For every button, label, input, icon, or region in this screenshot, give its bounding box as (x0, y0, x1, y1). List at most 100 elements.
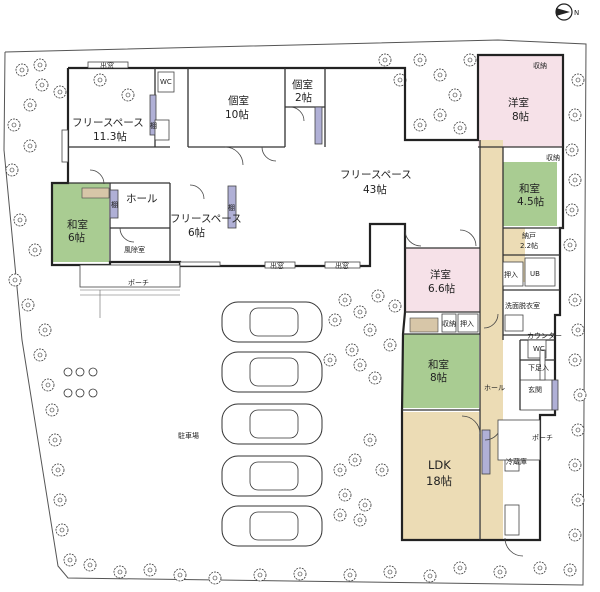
washing-machine (504, 314, 524, 332)
compass-label: N (574, 9, 579, 17)
compass: N (555, 3, 579, 21)
tree-icon (51, 463, 65, 477)
label-free-space-c-size: 6帖 (188, 226, 206, 239)
room-youshitsu-6-6-fill (405, 248, 480, 312)
tree-icon (342, 297, 348, 303)
tree-icon (348, 453, 362, 467)
tree-icon (452, 92, 458, 98)
label-kojitsu-b-size: 2帖 (295, 91, 313, 104)
tree-icon (21, 298, 35, 312)
tree-icon (572, 357, 578, 363)
tree-icon (497, 569, 503, 575)
tree-icon (143, 563, 157, 577)
closet-bar (109, 189, 119, 219)
lot-boundary (3, 39, 587, 586)
bay-window (324, 261, 361, 269)
label-wc: WC (160, 78, 172, 86)
tree-icon (358, 498, 372, 512)
tree-icon (25, 302, 31, 308)
wall-north-block (50, 53, 565, 542)
tokonoma (409, 317, 439, 333)
label-oshiire: 押入 (504, 270, 518, 279)
tree-icon (9, 167, 15, 173)
tree-icon (49, 407, 55, 413)
label-washitsu-c-size: 8帖 (430, 371, 448, 384)
tree-icon (537, 565, 543, 571)
label-nando-size: 2.2帖 (520, 241, 538, 250)
closet-box (154, 119, 170, 141)
door-swing (224, 146, 244, 166)
label-kojitsu-a: 個室 (228, 94, 249, 107)
tree-icon (38, 323, 52, 337)
tree-icon (568, 353, 582, 367)
tree-icon (568, 458, 582, 472)
label-washitsu-a: 和室 (67, 218, 88, 231)
bicycle-icon (63, 367, 73, 377)
tree-icon (353, 513, 367, 527)
tree-icon (457, 125, 463, 131)
tree-icon (571, 323, 585, 337)
label-counter: カウンター (527, 331, 562, 340)
tree-icon (357, 309, 363, 315)
bicycles (63, 367, 98, 398)
tree-icon (569, 147, 575, 153)
storage-bars (81, 71, 559, 536)
kitchen-counter (504, 504, 520, 536)
tree-icon (568, 173, 582, 187)
tree-icon (417, 122, 423, 128)
label-kojitsu-a-size: 10帖 (225, 108, 249, 121)
tree-icon (568, 293, 582, 307)
tree-icon (23, 98, 37, 112)
windows (61, 61, 546, 381)
tree-icon (392, 303, 398, 309)
tree-icon (363, 323, 377, 337)
label-youshitsu-b-size: 6.6帖 (428, 282, 456, 295)
tree-icon (97, 77, 103, 83)
label-demado: 出窓 (270, 261, 284, 270)
tree-icon (121, 88, 135, 102)
tree-icon (437, 72, 443, 78)
tree-icon (571, 493, 585, 507)
tree-icon (297, 571, 303, 577)
tree-icon (387, 569, 393, 575)
tree-icon (397, 77, 403, 83)
car-window (249, 511, 299, 541)
tree-icon (32, 247, 38, 253)
closet-bar (149, 94, 157, 136)
tree-icon (572, 532, 578, 538)
tree-icon (177, 572, 183, 578)
car-window (249, 409, 299, 439)
tree-icon (453, 561, 467, 575)
label-gesoku: 下足入 (528, 364, 549, 372)
tree-icon (257, 572, 263, 578)
room-fills (52, 55, 563, 540)
tree-icon (347, 572, 353, 578)
bathtub (524, 257, 556, 287)
tree-icon (352, 457, 358, 463)
tree-icon (323, 353, 337, 367)
tree-icon (575, 327, 581, 333)
car-icon (221, 351, 323, 393)
label-washitsu-a-size: 6帖 (68, 231, 86, 244)
tree-icon (55, 467, 61, 473)
closet-bar (551, 379, 559, 411)
tree-icon (575, 77, 581, 83)
tree-icon (67, 557, 73, 563)
bicycle-icon (88, 367, 98, 377)
tree-icon (367, 437, 373, 443)
tree-icon (338, 488, 352, 502)
tree-icon (15, 63, 29, 77)
tree-icon (363, 433, 377, 447)
bicycle-icon (88, 388, 98, 398)
tree-icon (573, 388, 587, 402)
tree-icon (362, 502, 368, 508)
tree-icon (372, 375, 378, 381)
window (539, 349, 546, 381)
tree-icon (83, 558, 97, 572)
label-free-space-c: フリースペース (170, 213, 242, 225)
tree-icon (567, 567, 573, 573)
label-oshiire: 押入 (460, 319, 474, 328)
tree-icon (23, 139, 37, 153)
toilet-room-wc (157, 71, 175, 93)
label-demado: 出窓 (335, 261, 349, 270)
